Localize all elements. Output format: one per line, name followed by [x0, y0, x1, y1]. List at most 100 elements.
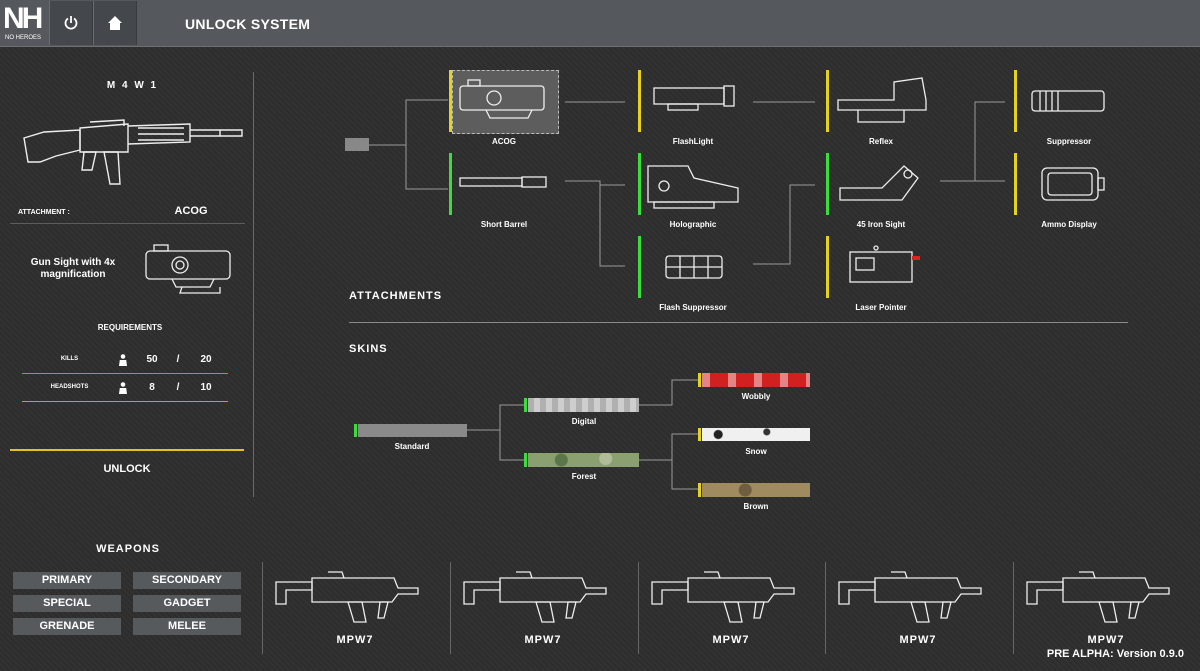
requirement-current: 8: [149, 382, 155, 393]
mpw7-smg-icon: [838, 571, 982, 623]
status-bar: [638, 153, 641, 215]
status-bar: [524, 453, 527, 467]
node-label: FlashLight: [672, 137, 714, 146]
node-label: Suppressor: [1046, 137, 1092, 146]
node-label: Laser Pointer: [855, 303, 907, 312]
skin-swatch-brown[interactable]: [702, 483, 810, 497]
skin-swatch-wobbly[interactable]: [702, 373, 810, 387]
node-label: Holographic: [669, 220, 717, 229]
card-divider: [638, 562, 639, 654]
weapon-card[interactable]: MPW7: [456, 566, 631, 656]
status-bar: [1014, 70, 1017, 132]
weapon-card-label: MPW7: [524, 634, 562, 646]
status-bar: [449, 153, 452, 215]
skin-label: Brown: [743, 502, 769, 511]
attachment-node-acog[interactable]: [452, 70, 559, 134]
section-divider: [349, 322, 1128, 323]
page-title: UNLOCK SYSTEM: [185, 16, 311, 32]
weapon-card[interactable]: MPW7: [1019, 566, 1194, 656]
card-divider: [262, 562, 263, 654]
attachment-description: Gun Sight with 4x magnification: [30, 257, 116, 280]
weapon-category-primary[interactable]: PRIMARY: [13, 572, 121, 589]
card-divider: [825, 562, 826, 654]
divider: [10, 223, 245, 224]
weapons-title: WEAPONS: [96, 543, 160, 555]
status-bar: [449, 70, 452, 132]
requirements-title: REQUIREMENTS: [97, 323, 163, 332]
weapon-card[interactable]: MPW7: [644, 566, 819, 656]
requirement-label: KILLS: [60, 356, 79, 362]
node-label: ACOG: [492, 137, 516, 146]
mpw7-smg-icon: [275, 571, 419, 623]
requirement-required: 20: [200, 354, 212, 365]
mpw7-smg-icon: [651, 571, 795, 623]
card-divider: [450, 562, 451, 654]
weapon-category-gadget[interactable]: GADGET: [133, 595, 241, 612]
attachment-root-node[interactable]: [345, 138, 369, 151]
status-bar: [826, 153, 829, 215]
weapon-card-label: MPW7: [712, 634, 750, 646]
weapon-category-secondary[interactable]: SECONDARY: [133, 572, 241, 589]
skin-label: Wobbly: [741, 392, 771, 401]
node-label: Reflex: [868, 137, 893, 146]
unlock-divider: [10, 449, 244, 451]
requirement-separator: /: [176, 382, 180, 393]
weapon-card-label: MPW7: [1087, 634, 1125, 646]
node-label: Ammo Display: [1041, 220, 1097, 229]
weapon-category-melee[interactable]: MELEE: [133, 618, 241, 635]
weapon-card[interactable]: MPW7: [268, 566, 443, 656]
node-label: Flash Suppressor: [659, 303, 727, 312]
status-bar: [698, 428, 701, 441]
mpw7-smg-icon: [463, 571, 607, 623]
ammo-display-icon: [1041, 167, 1105, 201]
attachment-value: ACOG: [174, 205, 208, 217]
skin-swatch-snow[interactable]: [702, 428, 810, 441]
weapon-card[interactable]: MPW7: [831, 566, 1006, 656]
weapon-name: M 4 W 1: [106, 80, 159, 91]
version-text: PRE ALPHA: Version 0.9.0: [1046, 648, 1184, 660]
status-bar: [638, 70, 641, 132]
status-bar: [826, 70, 829, 132]
unlock-button[interactable]: UNLOCK: [103, 463, 151, 475]
status-bar: [524, 398, 527, 412]
skin-swatch-forest[interactable]: [528, 453, 639, 467]
mpw7-smg-icon: [1026, 571, 1170, 623]
acog-preview-icon: [145, 244, 231, 294]
status-bar: [354, 424, 357, 437]
status-bar: [826, 236, 829, 298]
weapon-card-label: MPW7: [336, 634, 374, 646]
person-icon: [119, 382, 127, 394]
iron-sight-icon: [839, 165, 919, 201]
skin-swatch-standard[interactable]: [358, 424, 467, 437]
flash-suppressor-icon: [665, 255, 723, 279]
requirement-row-headshots: HEADSHOTS 8 / 10: [22, 379, 228, 402]
status-bar: [698, 483, 701, 497]
requirement-row-kills: KILLS 50 / 20: [22, 351, 228, 374]
home-button[interactable]: [93, 1, 137, 45]
laser-pointer-icon: [849, 245, 920, 283]
weapon-category-grenade[interactable]: GRENADE: [13, 618, 121, 635]
skin-label: Standard: [394, 442, 430, 451]
holographic-sight-icon: [647, 165, 739, 209]
status-bar: [1014, 153, 1017, 215]
status-bar: [698, 373, 701, 387]
attachment-label: ATTACHMENT :: [18, 209, 70, 216]
home-icon: [108, 16, 122, 30]
skin-swatch-digital[interactable]: [528, 398, 639, 412]
power-icon: [64, 16, 78, 30]
m4-rifle-icon: [23, 119, 243, 185]
reflex-sight-icon: [837, 77, 927, 123]
acog-icon: [459, 79, 545, 119]
weapon-category-special[interactable]: SPECIAL: [13, 595, 121, 612]
no-heroes-logo[interactable]: NH NO HEROES: [3, 3, 47, 45]
skin-label: Digital: [571, 417, 597, 426]
short-barrel-icon: [459, 176, 547, 188]
node-label: 45 Iron Sight: [856, 220, 906, 229]
logo-subtitle: NO HEROES: [5, 35, 42, 41]
logo-text: NH: [3, 2, 43, 35]
skins-section-label: SKINS: [349, 343, 388, 355]
attachments-section-label: ATTACHMENTS: [349, 290, 443, 302]
power-button[interactable]: [49, 1, 93, 45]
weapon-card-label: MPW7: [899, 634, 937, 646]
flashlight-icon: [653, 85, 735, 111]
